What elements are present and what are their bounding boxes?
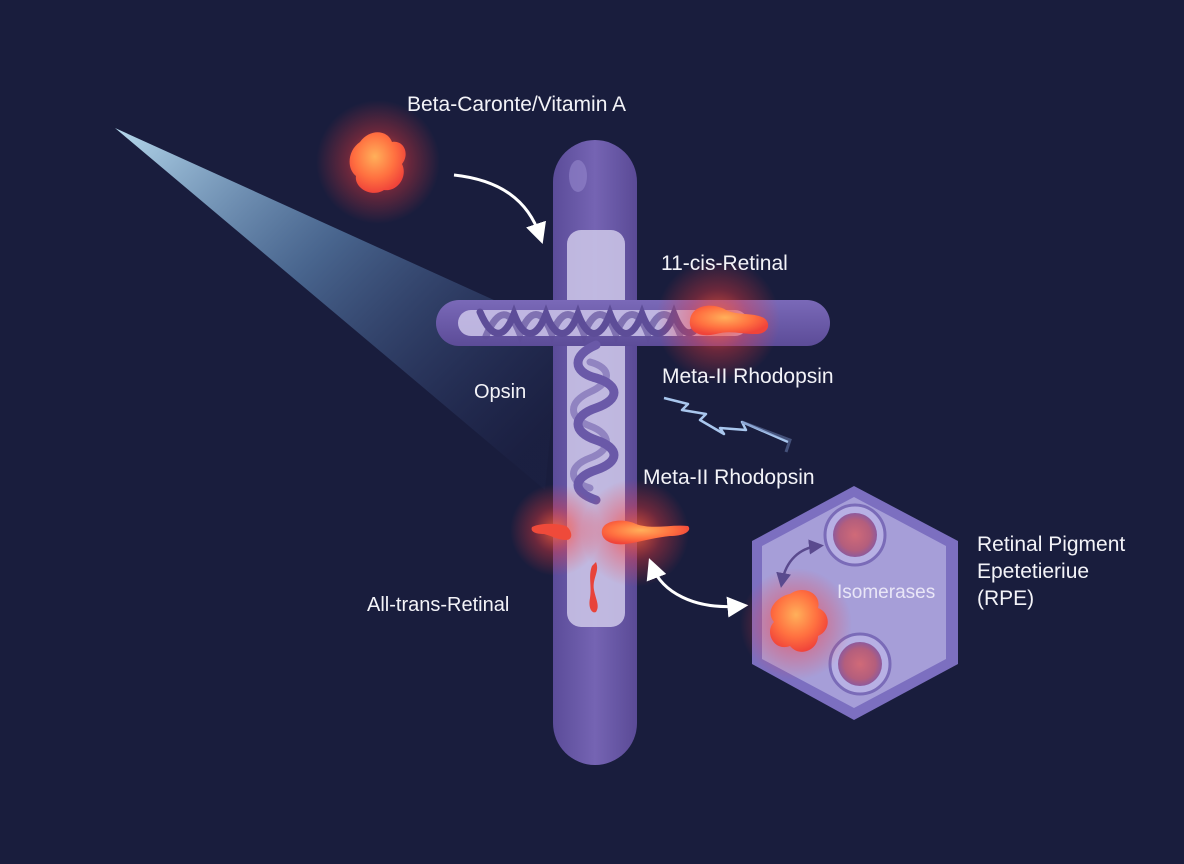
isomerase-arrow-icon [776, 539, 824, 588]
all-trans-retinal-drip [589, 562, 598, 613]
rod-highlight [569, 160, 587, 192]
all-trans-retinal-label: All-trans-Retinal [367, 594, 510, 616]
isomerases-label: Isomerases [837, 582, 936, 603]
rpe-label-line1: Retinal Pigment [977, 533, 1126, 556]
rpe-vesicle-top [823, 503, 887, 567]
eleven-cis-retinal-label: 11-cis-Retinal [661, 252, 788, 275]
meta-ii-rhodopsin-label-lower: Meta-II Rhodopsin [643, 466, 815, 489]
vertical-helix [570, 340, 619, 505]
all-trans-retinal-left [531, 523, 572, 540]
lightning-signal-icon [663, 396, 789, 444]
eleven-cis-retinal-blob [689, 305, 769, 336]
rpe-label-line2: Epetetieriue [977, 560, 1090, 583]
opsin-label: Opsin [474, 381, 527, 403]
rpe-label-line3: (RPE) [977, 587, 1035, 610]
double-curved-arrow-icon [646, 558, 749, 618]
rpe-label-block: Retinal Pigment Epetetieriue (RPE) [977, 531, 1125, 612]
beta-carotene-label: Beta-Caronte/Vitamin A [407, 93, 627, 116]
curved-arrow-icon [453, 173, 546, 244]
light-beam [115, 128, 560, 490]
beta-carotene-blob [349, 132, 406, 193]
meta-ii-rhodopsin-label-upper: Meta-II Rhodopsin [662, 365, 834, 388]
rpe-retinal-blob [769, 589, 828, 652]
all-trans-retinal-right [601, 520, 690, 545]
